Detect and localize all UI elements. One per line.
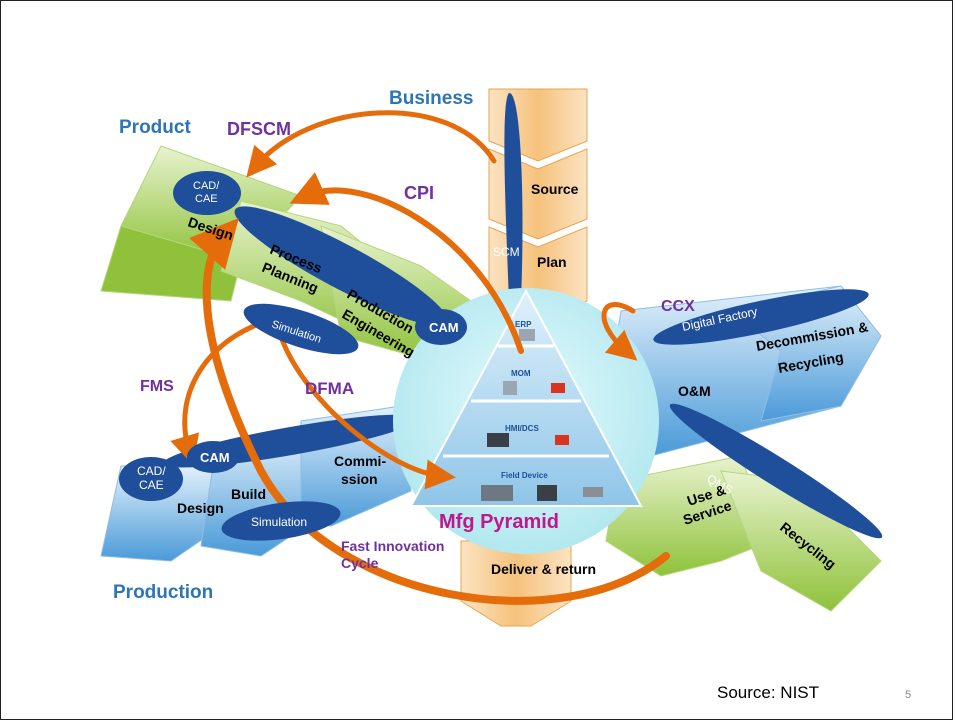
hmi-text: HMI/DCS	[505, 424, 539, 433]
source-text: Source	[531, 181, 579, 197]
dfscm-label: DFSCM	[227, 119, 291, 139]
fast-innovation-label-2: Cycle	[341, 555, 379, 571]
production-cam-text: CAM	[200, 450, 230, 465]
om-text: O&M	[678, 383, 711, 399]
production-cad-text-2: CAE	[139, 478, 164, 492]
mfg-pyramid	[409, 288, 643, 507]
field-device-text: Field Device	[501, 471, 548, 480]
product-cad-badge	[173, 171, 241, 215]
page-number: 5	[905, 689, 912, 701]
commission-text-1: Commi-	[334, 453, 386, 469]
product-heading: Product	[119, 117, 191, 138]
hmi-screen-icon	[487, 433, 509, 447]
controller-icon	[555, 435, 569, 445]
business-heading: Business	[389, 88, 473, 109]
source-citation: Source: NIST	[717, 683, 820, 702]
plc-icon	[481, 485, 513, 501]
dfma-label: DFMA	[305, 379, 354, 398]
production-design-text: Design	[177, 500, 224, 516]
fast-innovation-label-1: Fast Innovation	[341, 538, 444, 554]
production-simulation-text: Simulation	[251, 515, 307, 529]
erp-text: ERP	[515, 320, 532, 329]
production-cad-badge	[119, 457, 183, 501]
production-cam-badge	[187, 441, 239, 473]
cpi-label: CPI	[404, 183, 434, 203]
product-cad-text-1: CAD/	[193, 180, 220, 192]
dfscm-arrow	[246, 110, 497, 178]
product-simulation-badge	[243, 303, 359, 355]
sensor-icon	[537, 485, 557, 501]
product-cam-text: CAM	[429, 320, 459, 335]
lifecycle-green	[605, 403, 883, 612]
digital-factory-band	[653, 289, 869, 345]
ccx-label: CCX	[661, 298, 695, 315]
commission-text-2: ssion	[341, 471, 378, 487]
product-band	[234, 206, 448, 326]
mom-text: MOM	[511, 369, 531, 378]
plan-text: Plan	[537, 254, 567, 270]
scm-text: SCM	[493, 245, 520, 259]
production-cad-text-1: CAD/	[137, 464, 166, 478]
fms-label: FMS	[140, 378, 174, 395]
production-simulation-badge	[221, 501, 341, 541]
pyramid-title: Mfg Pyramid	[439, 511, 559, 533]
cpi-arrow	[289, 172, 524, 354]
device-icon	[551, 383, 565, 393]
production-heading: Production	[113, 582, 213, 603]
plm-band	[669, 403, 883, 539]
ccx-arrow	[601, 302, 638, 361]
scm-band	[504, 92, 523, 301]
workstation-icon	[503, 381, 517, 395]
business-column	[460, 88, 588, 627]
production-build-text: Build	[231, 486, 266, 502]
product-cad-text-2: CAE	[195, 193, 218, 205]
product-cam-badge	[415, 309, 467, 345]
dfma-arrow	[276, 328, 456, 490]
deliver-text: Deliver & return	[491, 561, 596, 577]
computer-icon	[519, 329, 535, 341]
lifecycle-blue	[600, 285, 882, 457]
connector-icon	[583, 487, 603, 497]
